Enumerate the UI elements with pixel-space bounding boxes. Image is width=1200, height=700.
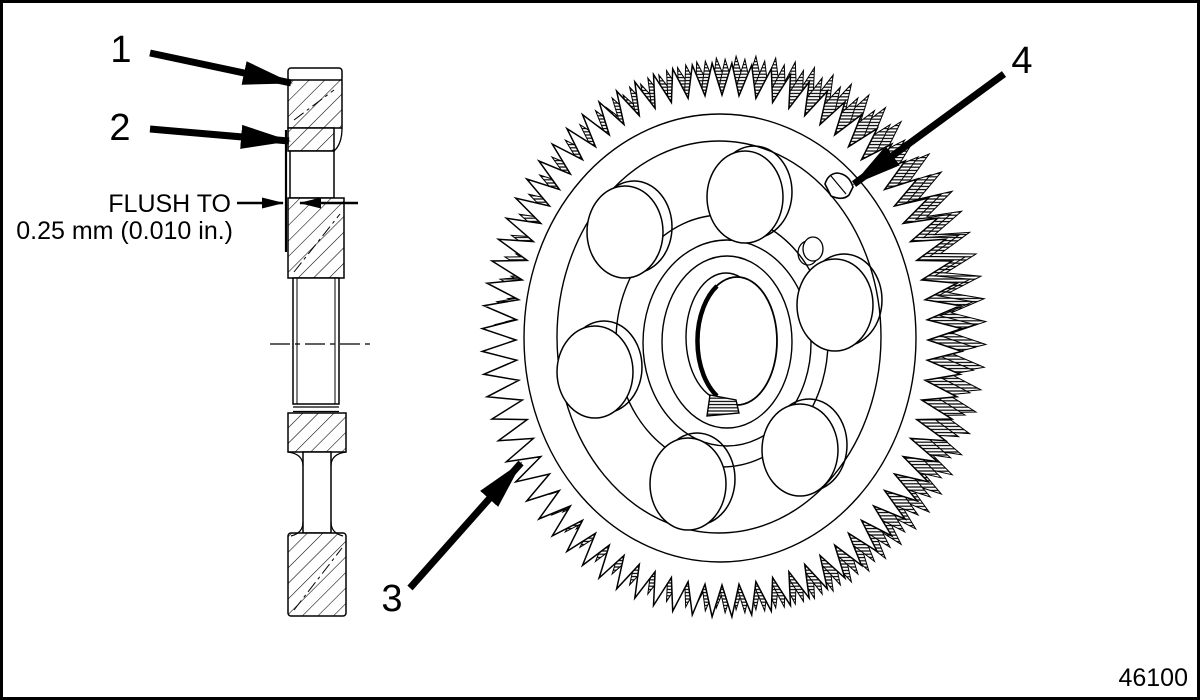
gear-cross-section <box>270 67 372 617</box>
callout-arrows <box>149 49 1007 591</box>
keyway <box>706 394 740 417</box>
callout-2-arrow <box>149 124 291 149</box>
section-fillet <box>290 521 344 537</box>
section-web-top <box>289 150 335 199</box>
section-rim-bottom <box>287 532 347 617</box>
bolt-hole <box>586 185 664 279</box>
dowel-hole-front <box>802 236 824 262</box>
section-hub-bottom <box>287 412 347 453</box>
center-bore <box>685 272 778 417</box>
lightening-holes <box>556 145 883 531</box>
flush-note-line2: 0.25 mm (0.010 in.) <box>16 217 233 245</box>
section-fillet <box>287 451 347 467</box>
callout-1-arrow <box>149 49 293 87</box>
hub-boss-ring <box>661 255 793 429</box>
section-axis-marks <box>293 89 343 611</box>
section-web-bottom <box>302 451 332 534</box>
section-hub-top <box>287 197 345 279</box>
callout-1-label: 1 <box>110 29 131 71</box>
bolt-hole <box>796 258 874 352</box>
hub-outer-ring <box>642 239 812 447</box>
web-outer-ring <box>556 140 882 534</box>
bolt-hole <box>706 150 784 244</box>
section-bore <box>292 277 340 405</box>
gear-front-view <box>479 54 988 620</box>
callout-3-arrow <box>407 460 524 591</box>
bolt-hole <box>649 437 727 531</box>
section-tooth-cap <box>287 67 343 82</box>
dowel-hole <box>797 236 824 266</box>
callout-3-label: 3 <box>381 578 402 620</box>
callout-4-arrow <box>851 71 1007 187</box>
section-spacer <box>287 127 335 152</box>
callout-2-label: 2 <box>109 107 130 149</box>
bolt-hole <box>556 325 634 419</box>
bolt-hole <box>761 403 839 497</box>
section-fillet <box>333 127 343 152</box>
flush-note-line1: FLUSH TO <box>108 190 231 218</box>
bore-shadow-arc <box>695 284 719 398</box>
callout-4-label: 4 <box>1011 40 1032 82</box>
rim-face-ring <box>523 113 917 563</box>
figure-number: 46100 <box>1118 664 1188 692</box>
timing-mark <box>824 172 854 200</box>
